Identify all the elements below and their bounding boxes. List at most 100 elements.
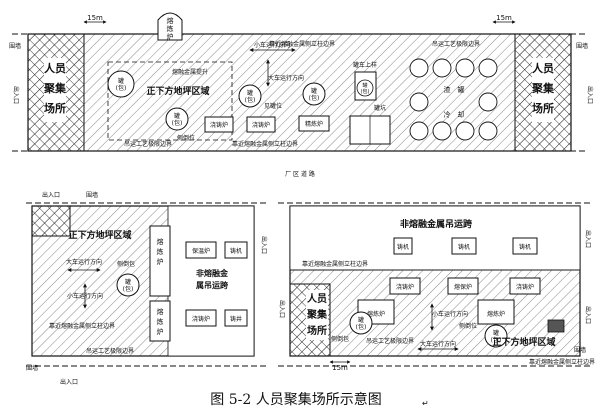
bl-ladle — [116, 273, 140, 297]
br-pour-furnace-2-label: 熔保炉 — [454, 283, 472, 291]
br-ladle-2-l1: 罐 — [493, 329, 499, 337]
fence-label-top-right: 围墙 — [576, 42, 588, 50]
ladle-top-1-l2: (包) — [116, 84, 127, 92]
ladle-top-3 — [238, 84, 262, 108]
cooling-label-3: 冷 — [444, 110, 451, 119]
gathering-label-left-3: 场所 — [44, 101, 66, 115]
br-ladle-1 — [349, 311, 373, 335]
bl-truck-dir-label: 大车运行方向 — [66, 258, 102, 266]
br-ladle-1-l1: 罐 — [358, 316, 364, 324]
ladle-top-3-l1: 罐 — [247, 89, 253, 97]
cooling-label-2: 罐 — [458, 85, 465, 94]
br-ladle-2 — [484, 324, 508, 348]
crane-dir-label-top: 小车运行方向 — [254, 41, 290, 49]
column-line-label-top-2: 靠近熔融金属侧立柱边界 — [232, 140, 298, 148]
refine-furnace-top-label: 精炼炉 — [305, 120, 323, 128]
bl-hoist-zone-l2: 属吊运跨 — [196, 280, 229, 290]
fence-label-top-left: 围墙 — [9, 42, 21, 50]
observe-pos-label: 见罐位 — [264, 102, 282, 110]
br-gathering-l3: 场所 — [307, 324, 327, 337]
figure-caption: 图 5-2 人员聚集场所示意图 — [210, 391, 381, 408]
furnace-tower-label-3: 炉 — [167, 32, 174, 41]
bl-fence-label-bottom: 围墙 — [26, 364, 38, 372]
tank-top-label: 罐车上样 — [353, 61, 377, 69]
bl-furnace-1-l2: 炼 — [157, 247, 164, 256]
pour-furnace-top-1-label: 浇铸炉 — [210, 121, 228, 129]
bl-furnace-2 — [149, 300, 171, 342]
bl-pour-furnace — [185, 309, 217, 327]
br-ladle-1-l2: (包) — [356, 323, 367, 331]
tank-top-ladle-l2: (包) — [361, 88, 370, 95]
bl-furnace-2-l3: 炉 — [157, 327, 164, 336]
furnace-tower-label-2: 炼 — [167, 24, 174, 33]
br-furnace-1-label: 熔炼炉 — [367, 310, 385, 318]
br-column-line-label: 靠近熔融金属侧立柱边界 — [302, 260, 368, 268]
molten-lift-label: 熔融金属提升 — [172, 68, 208, 76]
br-caster-3-label: 铸机 — [519, 243, 531, 251]
bl-cast-well-label: 铸井 — [230, 315, 242, 323]
br-caster-3 — [512, 237, 538, 255]
br-side-ladle-label: 侧倒包 — [331, 335, 349, 343]
furnace-tower-top — [157, 12, 183, 41]
bottom-right-layout: 非熔融金属吊运跨 靠近熔融金属侧立柱边界 靠近熔融金属侧立柱边界 铸机 铸机 铸… — [278, 202, 595, 372]
exit-label-top-right: 出入口 — [586, 86, 594, 104]
slag-pot-4 — [478, 58, 498, 78]
br-gathering-label-bg — [306, 290, 328, 340]
bl-crane-limit-label: 吊运工艺极限边界 — [86, 347, 134, 355]
cooling-label-1: 渣 — [444, 85, 451, 94]
caption-return-mark: ↵ — [422, 399, 429, 408]
ladle-top-3-l2: (包) — [245, 96, 256, 104]
bl-hoist-bay — [167, 205, 255, 357]
br-truck-dir-label: 大车运行方向 — [420, 340, 456, 348]
ladle-top-1-l1: 罐 — [118, 77, 124, 85]
bl-column-line-label: 靠近熔融金属侧立柱边界 — [49, 322, 115, 330]
slag-pot-5 — [409, 92, 429, 112]
ladle-top-4-l2: (包) — [309, 94, 320, 102]
gathering-label-right-3: 场所 — [532, 101, 554, 115]
top-plant-layout: 人员 聚集 场所 人员 聚集 场所 15m 15m 围墙 围墙 出入口 出入口 … — [9, 12, 594, 178]
br-pour-furnace-3 — [509, 277, 541, 295]
slag-cooling-area: 渣 罐 冷 却 — [409, 58, 498, 141]
br-side-ladle-pos-label: 侧倒位 — [459, 322, 477, 330]
exit-label-top-left: 出入口 — [12, 86, 20, 104]
gathering-label-right-2: 聚集 — [531, 81, 555, 95]
bl-exit-label-right: 出入口 — [260, 236, 268, 254]
gathering-label-bg-right — [532, 58, 554, 122]
bl-holding-furnace — [185, 241, 217, 259]
furnace-tower-label-1: 熔 — [167, 16, 174, 25]
crane-limit-label-top-2: 吊运工艺极限边界 — [432, 40, 480, 48]
bl-fence-label: 围墙 — [86, 191, 98, 199]
br-fence-label: 围墙 — [574, 346, 586, 354]
br-caster-1 — [393, 237, 413, 255]
gathering-label-right-1: 人员 — [532, 61, 554, 75]
bl-caster-1 — [224, 241, 248, 259]
pour-furnace-top-1 — [204, 116, 234, 133]
pit-boundary-top — [107, 61, 233, 141]
ladle-top-2-l2: (包) — [172, 119, 183, 127]
bl-furnace-1-l1: 熔 — [157, 237, 164, 246]
br-gathering-l2: 聚集 — [306, 308, 328, 321]
bl-pit-zone-label: 正下方地坪区域 — [68, 229, 131, 241]
br-pour-furnace-1-label: 浇铸炉 — [396, 283, 414, 291]
slag-pot-3 — [455, 58, 475, 78]
bl-caster-1-label: 铸机 — [230, 247, 242, 255]
pour-furnace-top-2 — [246, 116, 276, 133]
br-pit-zone-label: 正下方地坪区域 — [492, 336, 555, 348]
br-caster-2-label: 铸机 — [458, 243, 470, 251]
br-exit-label-left: 出入口 — [278, 300, 286, 318]
br-dim-label: 15m — [332, 364, 348, 372]
bl-furnace-1 — [149, 225, 171, 297]
pit-zone-label-top: 正下方地坪区域 — [146, 85, 209, 97]
br-crane-limit-label: 吊运工艺极限边界 — [366, 337, 414, 345]
bottom-left-layout: 出入口 围墙 正下方地坪区域 熔 炼 炉 熔 炼 炉 保温炉 铸机 非熔融金 属… — [26, 191, 268, 386]
ladle-top-4 — [302, 82, 326, 106]
truck-dir-label-top: 大车运行方向 — [268, 74, 304, 82]
bl-hoist-zone-l1: 非熔融金 — [196, 268, 229, 278]
ladle-top-2-l1: 罐 — [174, 112, 180, 120]
slag-pot-6 — [478, 92, 498, 112]
bl-cast-well — [224, 309, 248, 327]
bl-crane-dir-label: 小车运行方向 — [67, 292, 103, 300]
slag-pot-7 — [409, 121, 429, 141]
